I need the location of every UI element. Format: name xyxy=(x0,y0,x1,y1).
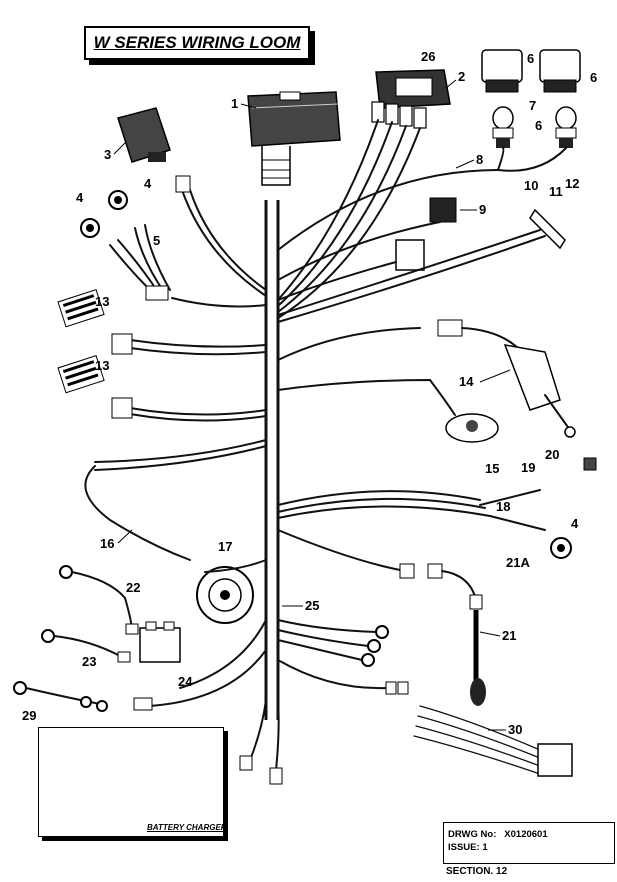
callout-4c: 4 xyxy=(571,516,579,531)
bulbs xyxy=(492,106,577,148)
drawing-number-row: DRWG No: X0120601 xyxy=(448,828,614,841)
lamp-housings xyxy=(481,49,581,93)
callout-labels: 1 2 3 4 4 4 5 6 6 6 7 8 9 10 11 12 13 13… xyxy=(22,49,597,828)
callout-6b: 6 xyxy=(590,70,597,85)
callout-24: 24 xyxy=(178,674,193,689)
callout-10: 10 xyxy=(524,178,538,193)
diagram-title: W SERIES WIRING LOOM xyxy=(93,33,301,52)
battery-charger-inset xyxy=(38,727,224,837)
section-number: SECTION. 12 xyxy=(446,866,508,877)
callout-8: 8 xyxy=(476,152,483,167)
callout-29: 29 xyxy=(22,708,36,723)
callout-6a: 6 xyxy=(527,51,534,66)
main-trunk xyxy=(264,200,280,720)
issue-value: 1 xyxy=(482,842,488,853)
callout-2: 2 xyxy=(458,69,465,84)
callout-20: 20 xyxy=(545,447,559,462)
callout-18: 18 xyxy=(496,499,510,514)
callout-17: 17 xyxy=(218,539,232,554)
callout-3: 3 xyxy=(104,147,111,162)
callout-7: 7 xyxy=(529,98,536,113)
callout-21: 21 xyxy=(502,628,516,643)
callout-12: 12 xyxy=(565,176,579,191)
callout-22: 22 xyxy=(126,580,140,595)
callout-30: 30 xyxy=(508,722,522,737)
callout-25: 25 xyxy=(305,598,319,613)
callout-11: 11 xyxy=(549,184,563,199)
callout-13a: 13 xyxy=(95,294,109,309)
callout-6c: 6 xyxy=(535,118,542,133)
callout-26: 26 xyxy=(421,49,435,64)
callout-13b: 13 xyxy=(95,358,109,373)
grommets xyxy=(80,190,572,559)
callout-19: 19 xyxy=(521,460,535,475)
switch-panel xyxy=(371,69,451,129)
issue-row: ISSUE: 1 xyxy=(448,841,614,854)
callout-16: 16 xyxy=(100,536,114,551)
control-module xyxy=(247,91,341,186)
battery-charger-label: BATTERY CHARGER xyxy=(147,823,227,832)
callout-15: 15 xyxy=(485,461,499,476)
harness-branches xyxy=(13,119,597,785)
callout-9: 9 xyxy=(479,202,486,217)
callout-4b: 4 xyxy=(76,190,84,205)
callout-23: 23 xyxy=(82,654,96,669)
callout-4a: 4 xyxy=(144,176,152,191)
drawing-number-value: X0120601 xyxy=(504,829,548,840)
callout-5: 5 xyxy=(153,233,160,248)
sub-harness xyxy=(109,224,171,301)
title-box: W SERIES WIRING LOOM xyxy=(84,26,310,60)
terminal-blocks xyxy=(57,289,105,394)
callout-14: 14 xyxy=(459,374,474,389)
relay-module xyxy=(117,107,171,163)
issue-label: ISSUE: xyxy=(448,842,480,853)
drawing-number-label: DRWG No: xyxy=(448,829,497,840)
callout-21a: 21A xyxy=(506,555,530,570)
callout-1: 1 xyxy=(231,96,238,111)
drawing-info-box: DRWG No: X0120601 ISSUE: 1 xyxy=(443,822,615,864)
